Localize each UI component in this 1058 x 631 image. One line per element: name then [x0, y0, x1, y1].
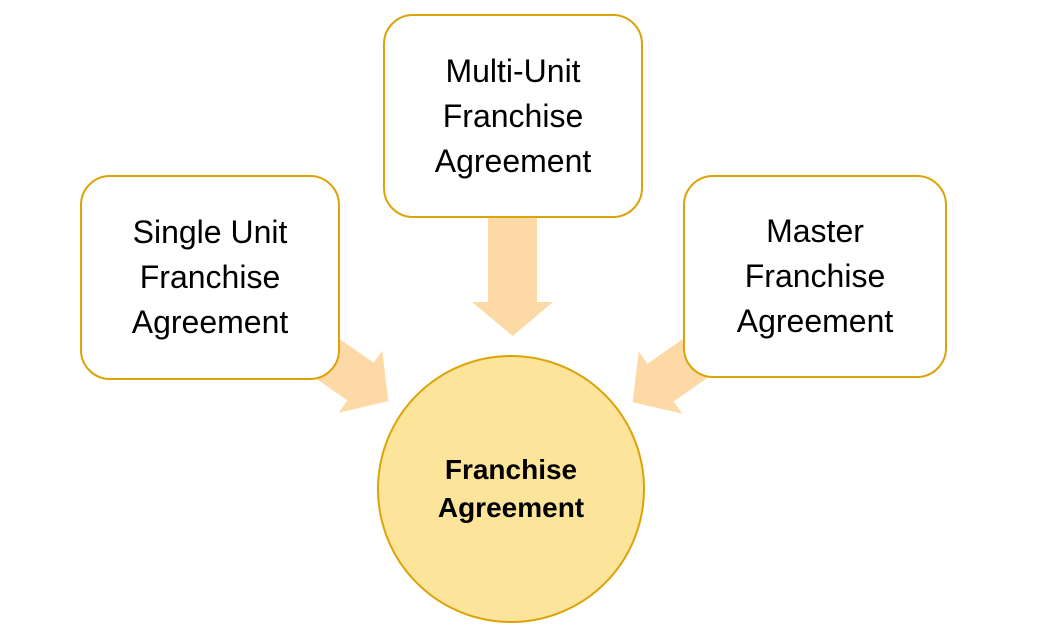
- node-multi-unit-franchise-agreement: Multi-Unit Franchise Agreement: [383, 14, 643, 218]
- node-single-unit-franchise-agreement: Single Unit Franchise Agreement: [80, 175, 340, 380]
- node-franchise-agreement-center: Franchise Agreement: [377, 355, 645, 623]
- arrow-down-icon: [472, 210, 553, 336]
- node-master-franchise-agreement: Master Franchise Agreement: [683, 175, 947, 378]
